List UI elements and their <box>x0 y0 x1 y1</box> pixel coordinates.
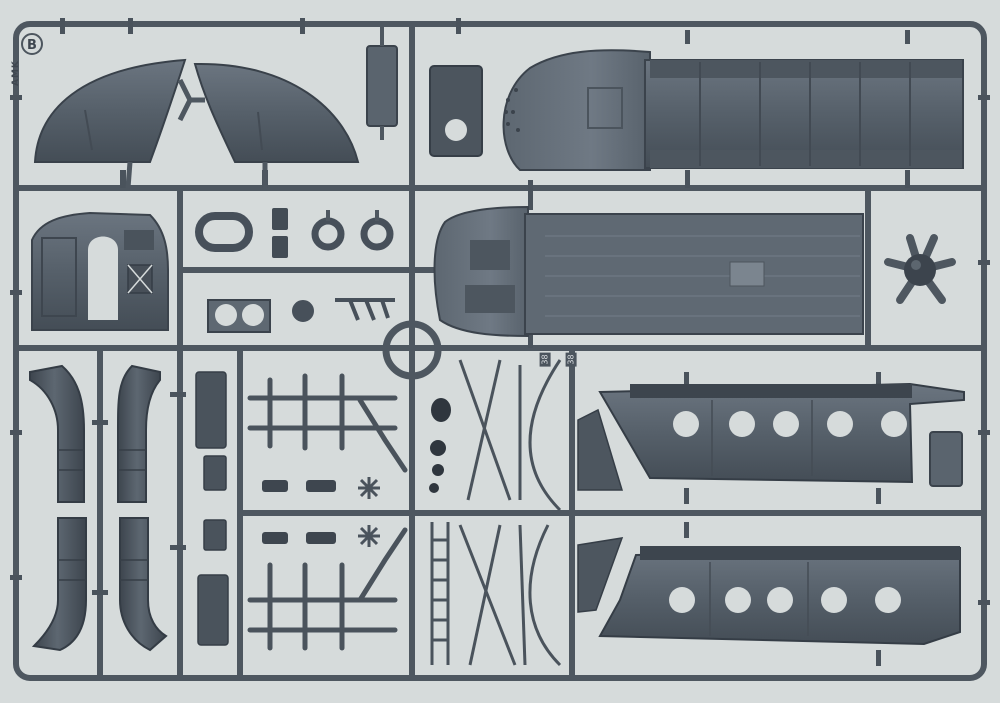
small-brackets <box>272 208 288 258</box>
small-panel <box>366 24 398 140</box>
ladder <box>430 522 450 665</box>
intake-tubes <box>29 364 168 652</box>
hole-block <box>429 65 483 157</box>
fuselage-side-upper <box>598 382 965 487</box>
sprue-letter-mark: B <box>21 33 43 55</box>
seat-frames <box>247 373 408 651</box>
star-mount <box>884 234 956 304</box>
small-cylinders <box>262 480 336 544</box>
central-ring <box>382 320 442 380</box>
small-stars <box>358 477 380 547</box>
sprue-frame <box>13 21 987 681</box>
maker-mark: AMK <box>11 60 21 86</box>
long-rods <box>458 359 562 667</box>
small-blocks <box>195 371 229 646</box>
twin-ring-plate <box>207 299 271 333</box>
part-number-tag: 38 <box>565 352 577 367</box>
fuselage-upper-half <box>502 49 964 171</box>
sprue-gates <box>10 18 990 666</box>
small-knobs <box>429 398 451 493</box>
cabin-floor <box>433 205 864 338</box>
door-bulkhead <box>31 211 169 331</box>
small-rings <box>195 210 394 252</box>
fuselage-side-lower <box>598 546 961 646</box>
canopy-halves <box>33 58 360 189</box>
triangle-panels <box>577 408 624 613</box>
small-fittings <box>292 298 395 322</box>
part-number-tag: 38 <box>539 352 551 367</box>
